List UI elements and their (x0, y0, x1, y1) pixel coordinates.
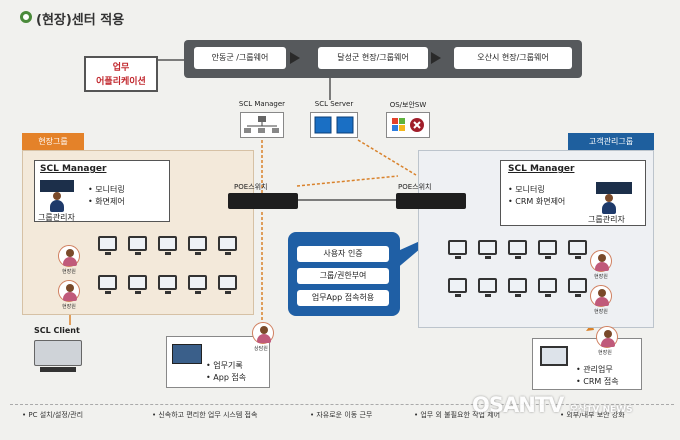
pc-monitor-icon (218, 275, 237, 294)
counselor-person-icon (252, 322, 274, 344)
watermark-main: OSANTV (472, 393, 564, 417)
bottom-left-item-1: • 업무기록 (206, 361, 243, 370)
scl-manager-server (240, 112, 284, 138)
pc-monitor-icon (128, 275, 147, 294)
windows-icon (392, 118, 424, 132)
monitor-icon (540, 346, 568, 366)
desktop-icon (172, 344, 202, 364)
left-manager-caption: 그룹관리자 (38, 213, 75, 222)
pc-monitor-icon (448, 278, 467, 297)
left-feature-1: • 모니터링 (88, 185, 125, 194)
left-switch-label: POE스위치 (234, 183, 268, 191)
pc-monitor-icon (128, 236, 147, 255)
pc-monitor-icon (478, 278, 497, 297)
pc-monitor-icon (568, 240, 587, 259)
pc-monitor-icon (158, 236, 177, 255)
right-feature-1: • 모니터링 (508, 185, 545, 194)
keyboard-icon (40, 367, 76, 372)
pc-monitor-icon (538, 240, 557, 259)
bottom-right-caption: 현장원 (598, 350, 612, 356)
monitor-wall-icon (40, 180, 74, 192)
site-andong: 안동군 /그룹웨어 (194, 47, 286, 69)
pc-monitor-icon (218, 236, 237, 255)
monitor-wall-icon (596, 182, 632, 194)
site-osan: 오산시 현장/그룹웨어 (454, 47, 572, 69)
footer-item-3: • 자유로운 이동 근무 (310, 411, 373, 419)
admin-person-icon (600, 194, 618, 216)
customer-group-tab: 고객관리그룹 (568, 133, 654, 150)
site-dalseong: 달성군 현장/그룹웨어 (318, 47, 428, 69)
os-security-label: OS/보안SW (389, 101, 427, 109)
scl-server (310, 112, 358, 138)
network-icon (244, 116, 279, 133)
footer-item-4: • 업무 외 불필요한 작업 제어 (414, 411, 501, 419)
left-feature-2: • 화면제어 (88, 197, 125, 206)
scl-client-label: SCL Client (34, 326, 80, 335)
right-manager-title: SCL Manager (508, 164, 575, 174)
staff-label: 현장원 (62, 304, 76, 310)
bubble-app-access: 업무App 접속허용 (297, 290, 389, 306)
left-manager-title: SCL Manager (40, 164, 107, 174)
pc-monitor-icon (538, 278, 557, 297)
pc-monitor-icon (448, 240, 467, 259)
scl-manager-server-label: SCL Manager (238, 100, 286, 108)
footer-strip (10, 404, 674, 426)
pc-monitor-icon (188, 236, 207, 255)
counselor-label: 상담원 (254, 346, 268, 352)
pc-monitor-icon (478, 240, 497, 259)
staff-person-icon (590, 250, 612, 272)
business-app-box: 업무 어플리케이션 (84, 56, 158, 92)
staff-person-icon (590, 285, 612, 307)
pc-monitor-icon (508, 278, 527, 297)
right-feature-2: • CRM 화면제어 (508, 197, 566, 206)
staff-label: 현장원 (62, 269, 76, 275)
staff-person-icon (596, 326, 618, 348)
title-bullet-icon (20, 11, 32, 23)
bottom-right-item-2: • CRM 접속 (576, 377, 619, 386)
page-title: (현장)센터 적용 (36, 13, 125, 28)
staff-label: 현장원 (594, 274, 608, 280)
right-switch-label: POE스위치 (398, 183, 432, 191)
os-security-box (386, 112, 430, 138)
pc-monitor-icon (568, 278, 587, 297)
pc-monitor-icon (98, 236, 117, 255)
footer-item-1: • PC 설치/설정/관리 (22, 411, 84, 419)
server-cube-icon (314, 116, 354, 134)
staff-person-icon (58, 280, 80, 302)
bottom-left-item-2: • App 접속 (206, 373, 247, 382)
app-box-line1: 업무 (112, 63, 130, 73)
bubble-group-permission: 그룹/권한부여 (297, 268, 389, 284)
bottom-right-item-1: • 관리업무 (576, 365, 613, 374)
admin-person-icon (48, 192, 66, 214)
right-manager-caption: 그룹관리자 (588, 215, 625, 224)
bubble-user-auth: 사용자 인증 (297, 246, 389, 262)
client-device-icon (34, 340, 82, 366)
watermark-sub: 오산TV NEWS (569, 405, 633, 415)
staff-person-icon (58, 245, 80, 267)
pc-monitor-icon (188, 275, 207, 294)
arrow-right-icon (431, 52, 441, 64)
app-box-line2: 어플리케이션 (96, 77, 146, 87)
watermark-logo: OSANTV 오산TV NEWS (472, 393, 633, 417)
staff-label: 현장원 (594, 309, 608, 315)
right-poe-switch (396, 193, 466, 209)
pc-monitor-icon (158, 275, 177, 294)
left-poe-switch (228, 193, 298, 209)
scl-server-label: SCL Server (314, 100, 354, 108)
field-group-tab: 현장그룹 (22, 133, 84, 150)
footer-item-5: • 외부/내부 보안 강화 (560, 411, 625, 419)
footer-item-2: • 신속하고 편리한 업무 시스템 접속 (152, 411, 258, 419)
pc-monitor-icon (508, 240, 527, 259)
pc-monitor-icon (98, 275, 117, 294)
arrow-right-icon (290, 52, 300, 64)
